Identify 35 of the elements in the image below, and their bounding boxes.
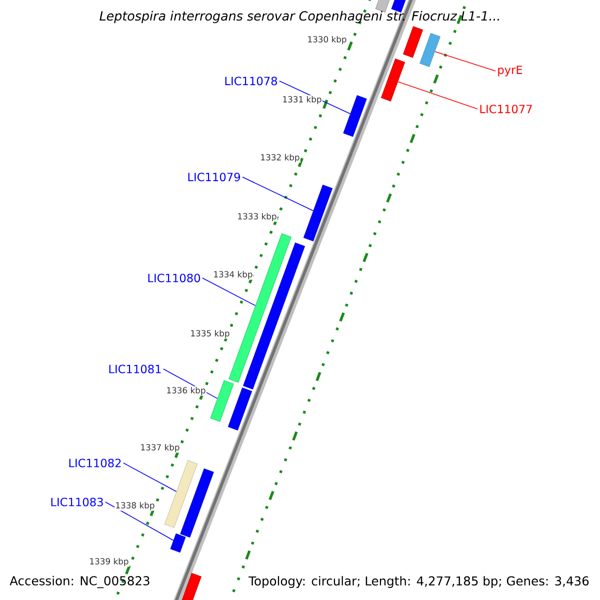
tick-label: 1338 kbp xyxy=(114,501,156,511)
tick-label: 1339 kbp xyxy=(88,557,130,567)
gene-label: LIC11082 xyxy=(69,458,121,468)
gene-bar xyxy=(180,468,214,538)
gene-bar xyxy=(228,388,252,430)
tick-label: 1331 kbp xyxy=(282,95,322,105)
tick-label: 1337 kbp xyxy=(140,443,180,453)
gene-bar xyxy=(380,58,406,102)
gene-bar xyxy=(210,380,234,422)
gene-bar xyxy=(164,460,198,528)
leader-line xyxy=(123,462,177,492)
gene-label: LIC11078 xyxy=(225,76,278,86)
leader-line xyxy=(398,81,478,110)
tick-label: 1330 kbp xyxy=(306,35,348,45)
leader-line xyxy=(202,278,256,306)
tick-label: 1333 kbp xyxy=(236,212,278,222)
gene-bar xyxy=(391,0,407,13)
gene-label: LIC11081 xyxy=(109,364,161,374)
leader-line xyxy=(242,176,314,212)
gene-label: LIC11083 xyxy=(51,498,103,506)
gene-label: pyrE xyxy=(498,66,522,76)
footer-text: Accession: NC_005823 xyxy=(10,576,150,588)
tick-label: 1336 kbp xyxy=(166,386,206,396)
tick-label: 1334 kbp xyxy=(212,270,254,280)
gene-label: LIC11080 xyxy=(148,274,200,282)
gene-bar xyxy=(303,184,333,242)
gene-label: LIC11079 xyxy=(188,172,240,182)
leader-line xyxy=(105,502,174,541)
gene-label: LIC11077 xyxy=(480,104,532,114)
tick-label: 1332 kbp xyxy=(260,153,300,163)
tick-label: 1335 kbp xyxy=(190,329,230,339)
gene-bar xyxy=(343,95,367,137)
footer-text: Topology: circular; Length: 4,277,185 bp; Genes: 3,436 xyxy=(248,576,589,588)
leader-line xyxy=(434,51,496,72)
title: Leptospira interrogans serovar Copenhageni str. Fiocruz L1-1... xyxy=(100,10,500,24)
